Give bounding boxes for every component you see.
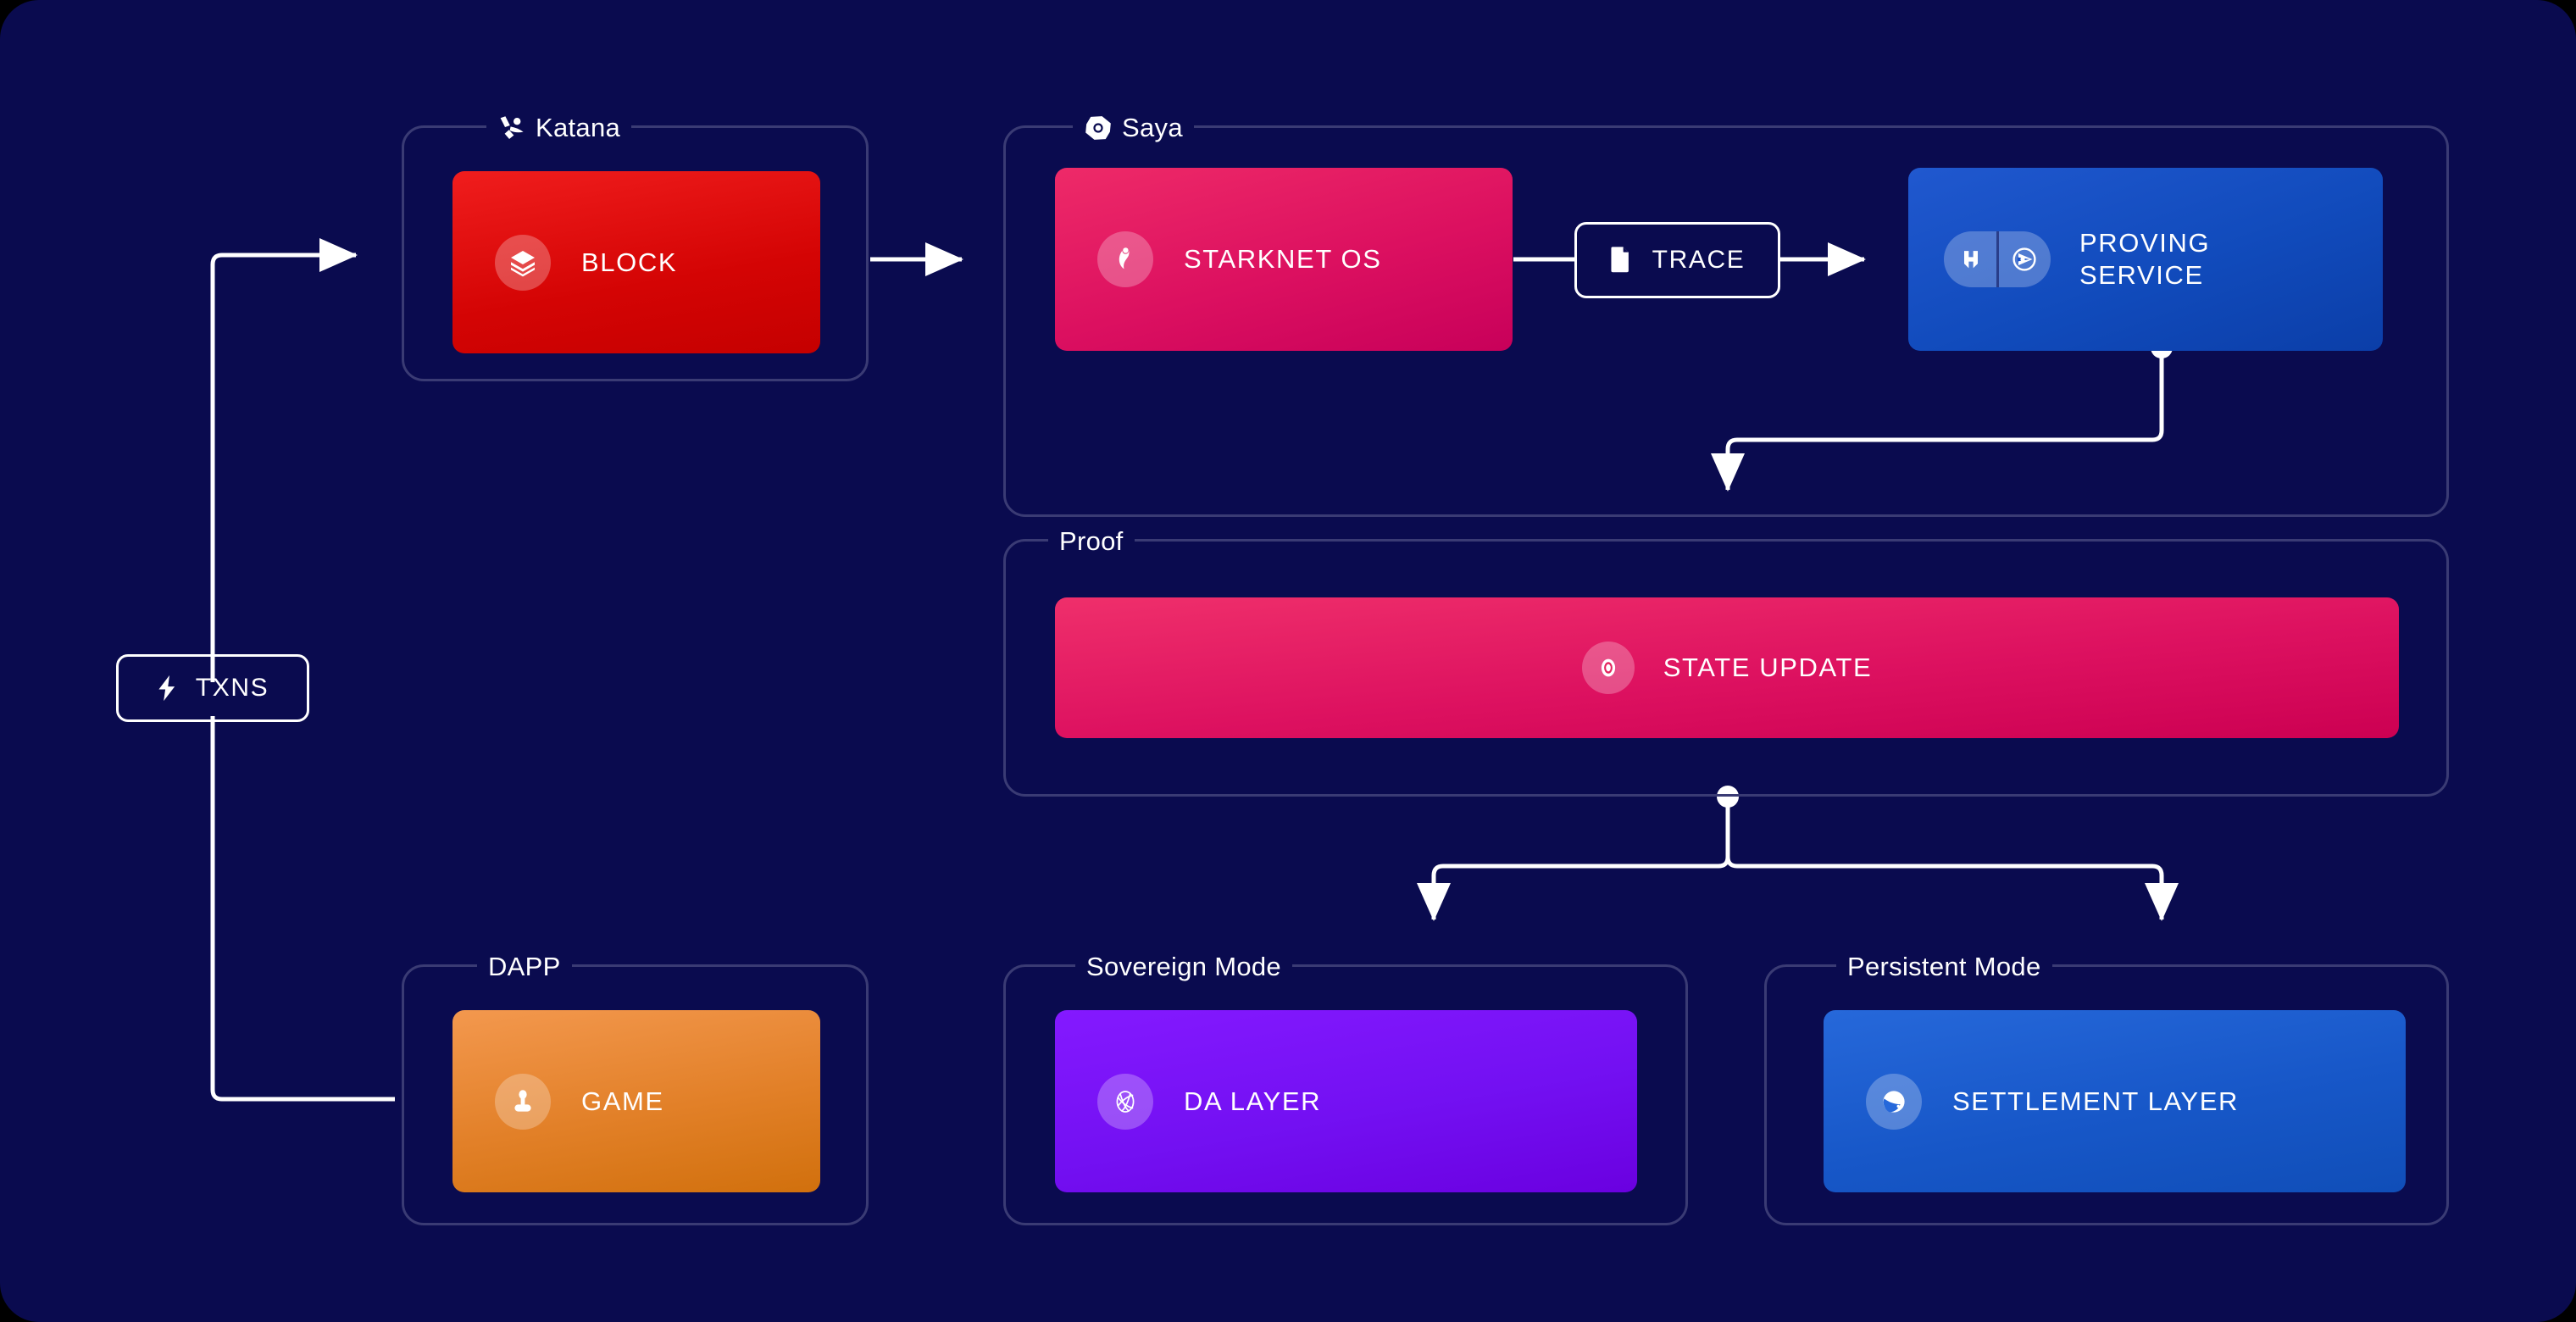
group-persistent-mode: Persistent Mode xyxy=(1764,950,2449,1225)
group-dapp: DAPP xyxy=(402,950,869,1225)
icon-divider xyxy=(1996,231,1999,287)
celestia-icon xyxy=(1097,1073,1153,1130)
herodotus-icon xyxy=(1944,246,1997,273)
group-katana-label-text: Katana xyxy=(536,113,621,142)
group-proof: Proof xyxy=(1003,525,2449,797)
group-katana-label: Katana xyxy=(486,111,632,145)
node-starknet-os[interactable]: STARKNET OS xyxy=(1055,168,1513,351)
edge-stateupdate-to-dalayer xyxy=(1417,802,1730,921)
node-da-layer[interactable]: DA LAYER xyxy=(1055,1010,1637,1192)
starknet-icon xyxy=(1097,231,1153,287)
group-sovereign-mode: Sovereign Mode xyxy=(1003,950,1688,1225)
group-proof-label: Proof xyxy=(1048,525,1135,558)
node-proving-service[interactable]: PROVING SERVICE xyxy=(1908,168,2383,351)
edge-stateupdate-to-settlement xyxy=(1725,802,2179,921)
group-sovereign-mode-label-text: Sovereign Mode xyxy=(1086,952,1281,981)
node-da-layer-label: DA LAYER xyxy=(1184,1086,1322,1116)
node-settlement-layer[interactable]: SETTLEMENT LAYER xyxy=(1824,1010,2406,1192)
starknet-circle-icon xyxy=(1866,1073,1922,1130)
node-txns-label: TXNS xyxy=(195,674,269,702)
group-saya-label: Saya xyxy=(1073,111,1194,145)
joystick-icon xyxy=(495,1073,551,1130)
node-txns[interactable]: TXNS xyxy=(116,654,309,722)
node-trace-label: TRACE xyxy=(1652,246,1746,274)
edge-txns-to-block xyxy=(210,238,358,682)
saya-logo-icon xyxy=(1084,114,1113,142)
proving-service-icons xyxy=(1944,231,2051,287)
group-dapp-label: DAPP xyxy=(477,950,572,984)
node-block-label: BLOCK xyxy=(581,247,678,277)
edge-txns-to-game xyxy=(210,716,395,1102)
eye-icon xyxy=(1581,642,1635,694)
group-dapp-label-text: DAPP xyxy=(488,952,561,981)
node-proving-service-label: PROVING SERVICE xyxy=(2079,228,2211,290)
layers-icon xyxy=(495,234,551,291)
document-icon xyxy=(1610,246,1635,275)
node-settlement-layer-label: SETTLEMENT LAYER xyxy=(1952,1086,2239,1116)
lightning-bolt-icon xyxy=(157,675,179,702)
node-game-label: GAME xyxy=(581,1086,664,1116)
group-katana: Katana xyxy=(402,111,869,381)
group-persistent-mode-label: Persistent Mode xyxy=(1836,950,2052,984)
group-sovereign-mode-label: Sovereign Mode xyxy=(1075,950,1292,984)
node-game[interactable]: GAME xyxy=(452,1010,820,1192)
group-saya-label-text: Saya xyxy=(1122,113,1183,142)
katana-logo-icon xyxy=(497,114,526,142)
node-starknet-os-label: STARKNET OS xyxy=(1184,244,1382,275)
group-persistent-mode-label-text: Persistent Mode xyxy=(1847,952,2041,981)
group-saya: Saya xyxy=(1003,111,2449,517)
node-state-update[interactable]: STATE UPDATE xyxy=(1055,597,2399,738)
group-proof-label-text: Proof xyxy=(1059,526,1124,556)
node-block[interactable]: BLOCK xyxy=(452,171,820,353)
node-trace[interactable]: TRACE xyxy=(1574,222,1780,298)
atlantic-icon xyxy=(1997,245,2051,274)
node-state-update-label: STATE UPDATE xyxy=(1663,653,1873,683)
